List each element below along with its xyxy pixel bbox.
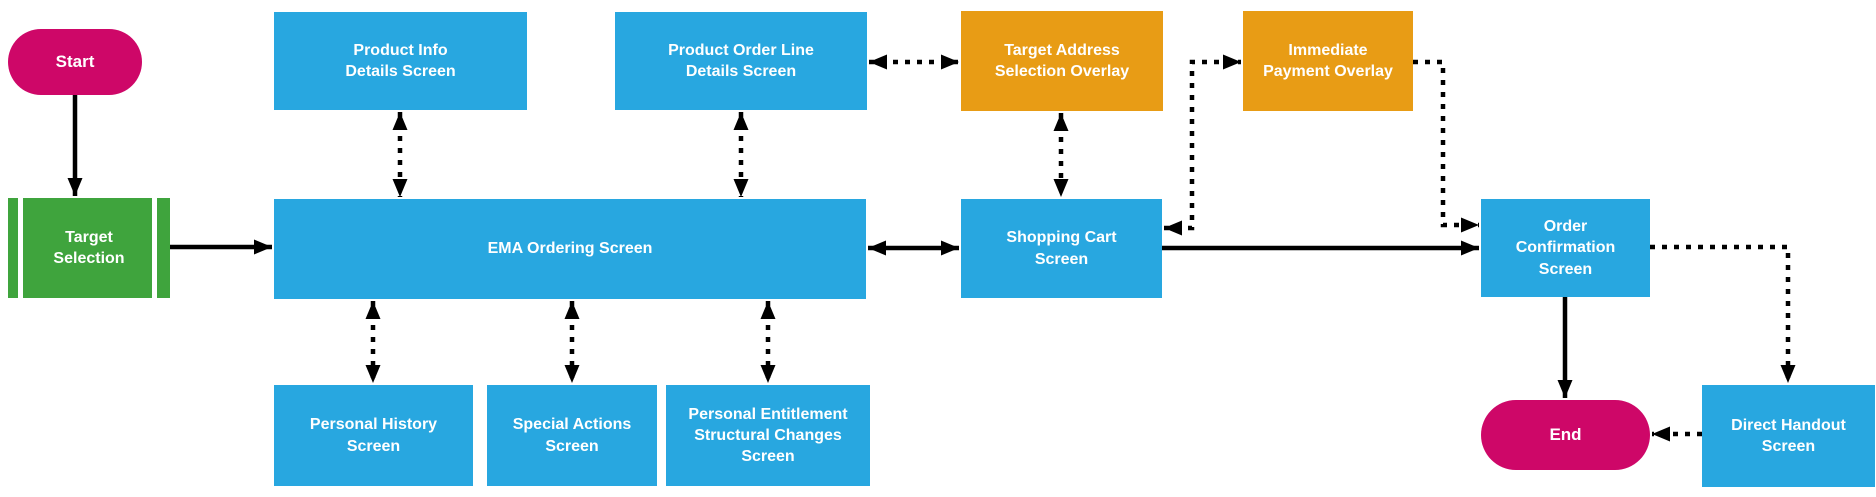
node-special-actions-screen: Special Actions Screen [487,385,657,486]
node-direct-handout-screen: Direct Handout Screen [1702,385,1875,487]
node-label: Personal History Screen [309,416,438,455]
connector-shopping-cart-immediate-payment [1164,54,1241,236]
node-order-confirmation-screen: Order Confirmation Screen [1481,199,1650,297]
node-start-terminator: Start [8,29,142,95]
node-shopping-cart-screen: Shopping Cart Screen [961,199,1162,298]
node-label: Shopping Cart Screen [1006,229,1117,268]
node-label: Order Confirmation Screen [1515,218,1616,278]
node-ema-ordering-screen: EMA Ordering Screen [274,199,866,299]
node-label: Start [55,51,95,71]
node-label: Target Selection [53,228,125,267]
node-label: Immediate Payment Overlay [1263,41,1393,80]
node-product-order-line-details-screen: Product Order Line Details Screen [615,12,867,110]
node-label: Special Actions Screen [512,416,632,455]
node-label: Product Info Details Screen [345,41,456,80]
node-label: Personal Entitlement Structural Changes … [688,405,848,466]
node-personal-entitlement-structural-changes-screen: Personal Entitlement Structural Changes … [666,385,870,486]
node-label: Direct Handout Screen [1731,416,1846,455]
node-product-info-details-screen: Product Info Details Screen [274,12,527,110]
connector-order-confirmation-direct-handout [1650,244,1796,383]
node-label: End [1549,424,1582,444]
node-immediate-payment-overlay: Immediate Payment Overlay [1243,11,1413,111]
node-target-selection: Target Selection [8,198,170,298]
connector-immediate-payment-order-confirmation [1413,59,1479,233]
node-personal-history-screen: Personal History Screen [274,385,473,486]
node-label: Target Address Selection Overlay [994,41,1130,80]
node-label: EMA Ordering Screen [487,240,653,258]
node-label: Product Order Line Details Screen [668,41,814,80]
node-target-address-selection-overlay: Target Address Selection Overlay [961,11,1163,111]
node-end-terminator: End [1481,400,1650,470]
